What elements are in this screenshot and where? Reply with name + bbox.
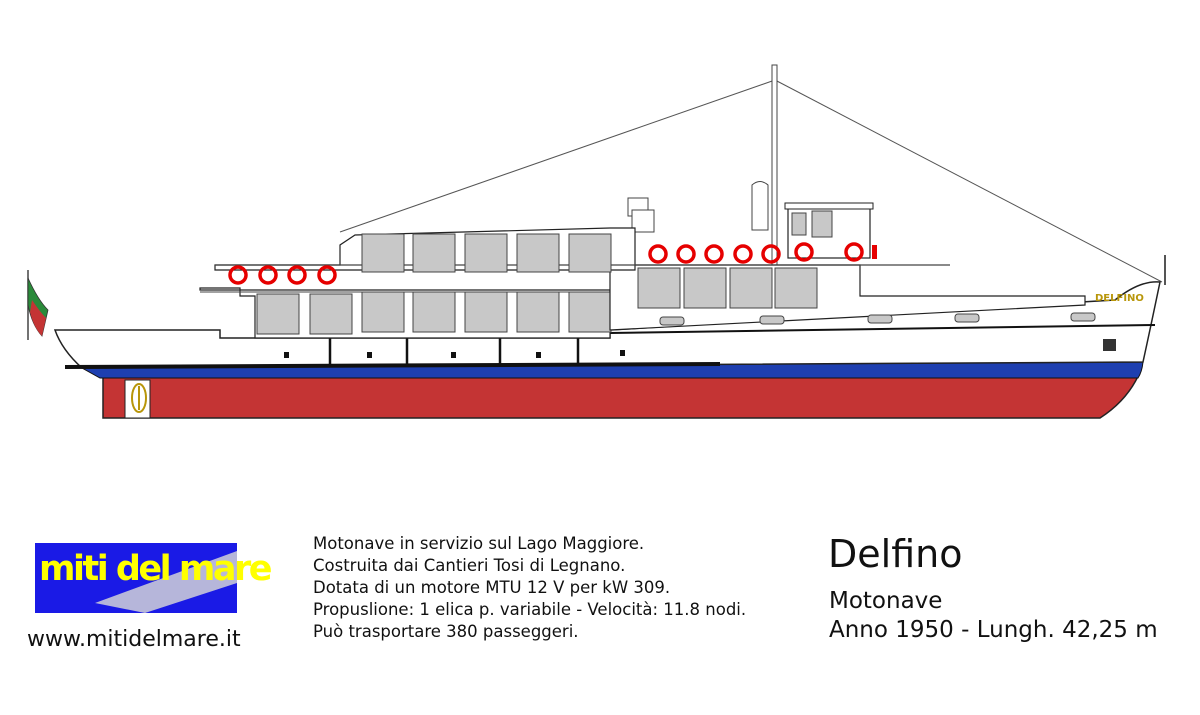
lifebuoys <box>228 242 864 285</box>
ship-profile-drawing: DELFINO <box>27 64 1166 419</box>
hull-bottom <box>102 371 1142 419</box>
rub-rail <box>64 362 721 369</box>
hull-name-label: DELFINO <box>1095 293 1144 304</box>
description-list: Motonave in servizio sul Lago Maggiore. … <box>313 533 746 643</box>
description-line: Costruita dai Cantieri Tosi di Legnano. <box>313 556 626 575</box>
italian-flag-red <box>30 300 46 336</box>
logo-text: miti del mare <box>39 549 272 589</box>
wheelhouse-window <box>791 212 807 236</box>
description-line: Motonave in servizio sul Lago Maggiore. <box>313 534 645 553</box>
site-url-link[interactable]: www.mitidelmare.it <box>27 627 241 652</box>
logo-wave-decoration <box>95 551 237 613</box>
main-deck-windows <box>256 291 612 335</box>
hawse-pipe <box>1103 339 1116 351</box>
mast <box>771 64 778 291</box>
upper-deck-windows <box>361 233 612 273</box>
bitts <box>284 350 625 358</box>
wheelhouse-window <box>811 210 833 238</box>
ship-year-length: Anno 1950 - Lungh. 42,25 m <box>829 617 1158 643</box>
stay-line-fore <box>774 79 1163 283</box>
funnel <box>751 181 769 231</box>
top-deck-housing <box>631 209 655 233</box>
wheelhouse-roof <box>784 202 874 210</box>
ship-type: Motonave <box>829 588 943 614</box>
miti-del-mare-logo[interactable]: miti del mare <box>35 543 272 613</box>
portholes <box>659 312 1096 326</box>
description-line: Può trasportare 380 passeggeri. <box>313 622 579 641</box>
description-line: Dotata di un motore MTU 12 V per kW 309. <box>313 578 671 597</box>
ship-name: Delfino <box>828 532 963 576</box>
stanchions <box>328 338 580 365</box>
fore-saloon-windows <box>637 267 818 309</box>
fire-extinguisher <box>872 245 877 259</box>
stay-line-aft <box>339 79 776 233</box>
sheer-line <box>609 324 1156 334</box>
description-line: Propuslione: 1 elica p. variabile - Velo… <box>313 600 747 619</box>
